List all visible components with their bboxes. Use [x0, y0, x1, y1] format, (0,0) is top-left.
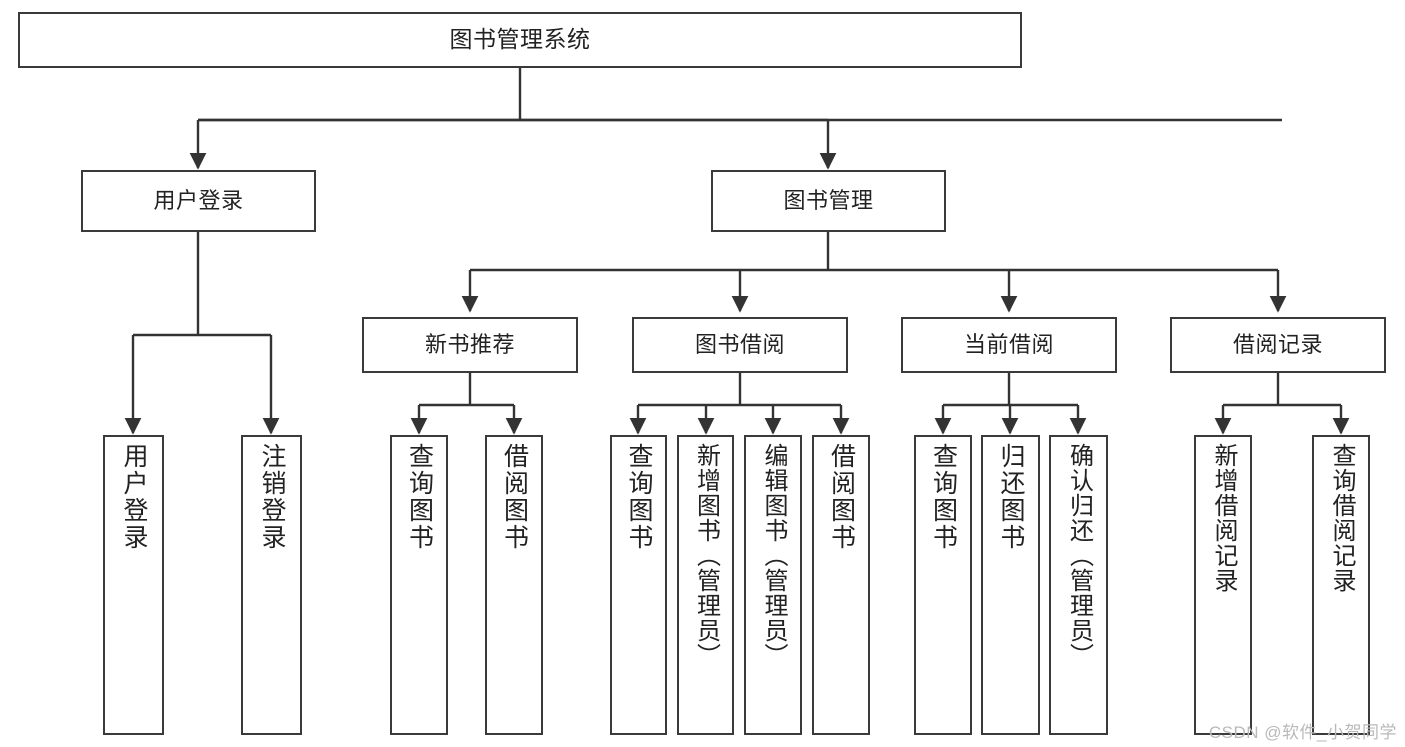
- node-current-borrow-label: 当前借阅: [963, 331, 1054, 357]
- node-book-borrow-label: 图书借阅: [694, 331, 785, 357]
- leaf-current-return-book-label: 归还图书: [997, 443, 1025, 551]
- node-new-book-recommend[interactable]: 新书推荐: [362, 317, 578, 373]
- leaf-record-query-borrow-record-label: 查询借阅记录: [1328, 443, 1355, 593]
- node-user-login-label: 用户登录: [153, 187, 244, 213]
- leaf-current-query-book-label: 查询图书: [929, 443, 958, 551]
- leaf-borrow-query-book[interactable]: 查询图书: [610, 435, 667, 735]
- leaf-borrow-borrow-book-label: 借阅图书: [827, 443, 856, 551]
- leaf-current-confirm-return-admin[interactable]: 确认归还（管理员）: [1049, 435, 1108, 735]
- leaf-record-query-borrow-record[interactable]: 查询借阅记录: [1312, 435, 1370, 735]
- leaf-borrow-edit-book-admin-label: 编辑图书（管理员）: [760, 443, 787, 668]
- node-current-borrow[interactable]: 当前借阅: [901, 317, 1117, 373]
- leaf-record-add-borrow-record[interactable]: 新增借阅记录: [1194, 435, 1252, 735]
- node-borrow-record-label: 借阅记录: [1232, 331, 1323, 357]
- watermark: CSDN @软件_小贺同学: [1208, 723, 1397, 742]
- leaf-current-confirm-return-admin-label: 确认归还（管理员）: [1065, 443, 1093, 668]
- leaf-recommend-borrow-book[interactable]: 借阅图书: [485, 435, 543, 735]
- leaf-recommend-query-book-label: 查询图书: [405, 443, 434, 551]
- leaf-recommend-query-book[interactable]: 查询图书: [390, 435, 448, 735]
- node-book-management[interactable]: 图书管理: [711, 170, 946, 232]
- leaf-recommend-borrow-book-label: 借阅图书: [500, 443, 529, 551]
- leaf-current-return-book[interactable]: 归还图书: [981, 435, 1040, 735]
- node-root-label: 图书管理系统: [449, 26, 591, 53]
- node-book-management-label: 图书管理: [783, 187, 874, 213]
- node-book-borrow[interactable]: 图书借阅: [632, 317, 848, 373]
- node-user-login[interactable]: 用户登录: [81, 170, 316, 232]
- leaf-borrow-query-book-label: 查询图书: [625, 443, 653, 551]
- leaf-current-query-book[interactable]: 查询图书: [914, 435, 972, 735]
- leaf-user-logout-label: 注销登录: [258, 443, 286, 551]
- node-new-book-recommend-label: 新书推荐: [424, 331, 515, 357]
- leaf-user-login[interactable]: 用户登录: [103, 435, 164, 735]
- leaf-user-logout[interactable]: 注销登录: [241, 435, 302, 735]
- leaf-borrow-borrow-book[interactable]: 借阅图书: [812, 435, 870, 735]
- leaf-borrow-add-book-admin-label: 新增图书（管理员）: [692, 443, 720, 668]
- leaf-borrow-add-book-admin[interactable]: 新增图书（管理员）: [677, 435, 734, 735]
- leaf-borrow-edit-book-admin[interactable]: 编辑图书（管理员）: [744, 435, 802, 735]
- node-root[interactable]: 图书管理系统: [18, 12, 1022, 68]
- leaf-record-add-borrow-record-label: 新增借阅记录: [1210, 443, 1237, 593]
- node-borrow-record[interactable]: 借阅记录: [1170, 317, 1386, 373]
- leaf-user-login-label: 用户登录: [120, 443, 148, 551]
